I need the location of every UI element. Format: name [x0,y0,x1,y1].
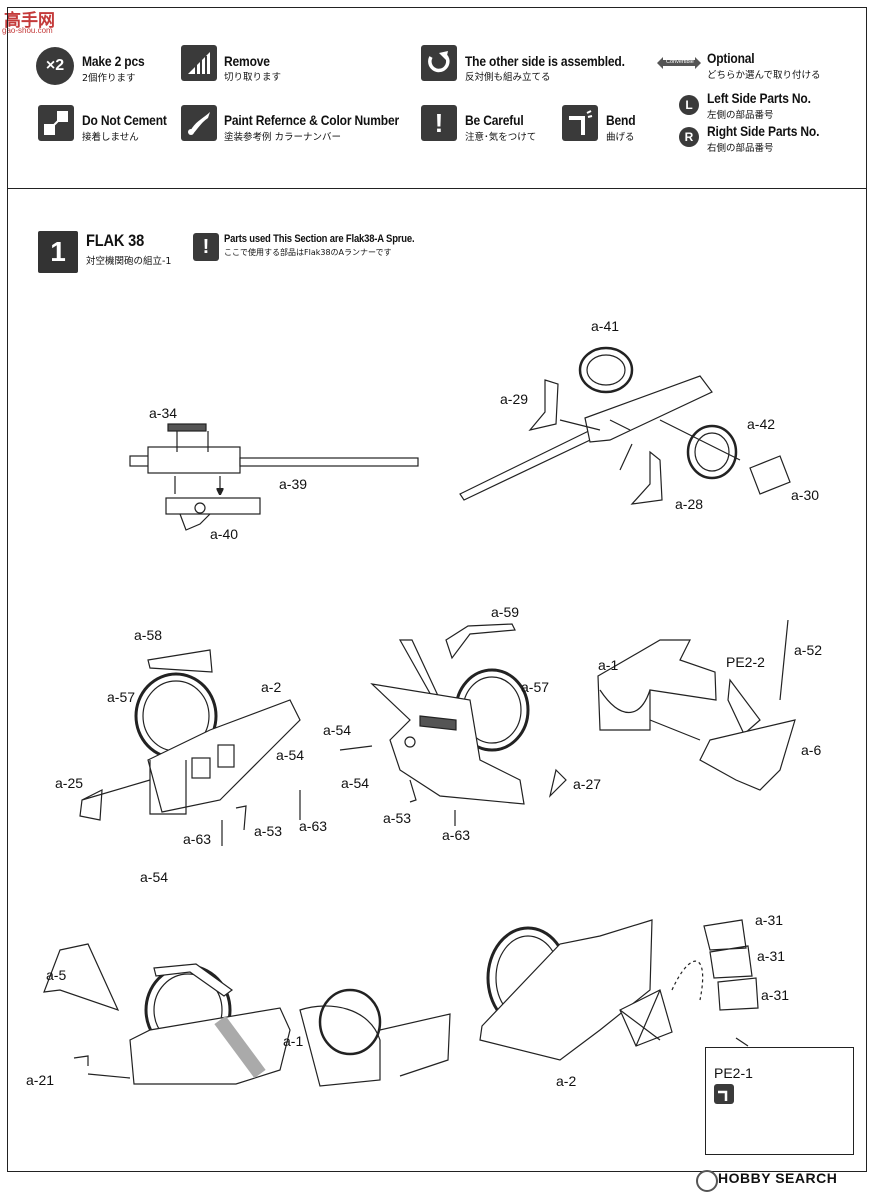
part-label-a34: a-34 [149,405,178,421]
do-not-cement-icon [38,105,74,141]
optional-sub: どちらか選んで取り付ける [707,70,821,81]
part-label-pe2-1: PE2-1 [714,1065,753,1081]
step-note-sub: ここで使用する部品はFlak38のAランナーです [224,248,392,257]
caution-icon: ! [421,105,457,141]
remove-icon [181,45,217,81]
part-label-a54-2: a-54 [140,869,169,885]
other-side-title: The other side is assembled. [465,53,625,69]
page-frame [7,7,867,1172]
part-label-a53-2: a-53 [383,810,412,826]
part-label-a6: a-6 [801,742,822,758]
part-label-a25: a-25 [55,775,84,791]
part-label-a2-bottom: a-2 [556,1073,577,1089]
optional-title: Optional [707,50,755,66]
left-side-title: Left Side Parts No. [707,90,811,106]
part-label-a59: a-59 [491,604,520,620]
make-2-sub: 2個作ります [82,73,136,84]
bend-title: Bend [606,112,636,128]
part-label-a1-top: a-1 [598,657,619,673]
do-not-cement-title: Do Not Cement [82,112,167,128]
part-label-a40: a-40 [210,526,239,542]
remove-sub: 切り取ります [224,72,282,83]
bend-sub: 曲げる [606,132,635,143]
part-label-a63-2: a-63 [299,818,328,834]
part-label-a54-4: a-54 [341,775,370,791]
part-label-a28: a-28 [675,496,704,512]
part-label-a31-3: a-31 [761,987,790,1003]
bend-icon-small [714,1084,734,1104]
part-label-a30: a-30 [791,487,820,503]
part-label-a21: a-21 [26,1072,55,1088]
step-number: 1 [38,231,78,273]
part-label-a63-3: a-63 [442,827,471,843]
make-2-badge-icon: ×2 [36,47,74,85]
part-label-a58: a-58 [134,627,163,643]
paint-title: Paint Refernce & Color Number [224,112,399,128]
part-label-pe2-2: PE2-2 [726,654,765,670]
frame-center-drawing [339,623,567,826]
other-side-sub: 反対側も組み立てる [465,72,551,83]
part-label-a31-2: a-31 [757,948,786,964]
part-label-a63-1: a-63 [183,831,212,847]
part-label-a27: a-27 [573,776,602,792]
part-label-a42: a-42 [747,416,776,432]
be-careful-title: Be Careful [465,112,524,128]
hobby-search-logo-icon [696,1170,718,1192]
be-careful-sub: 注意･気をつけて [465,132,537,143]
right-side-sub: 右側の部品番号 [707,143,774,154]
right-side-title: Right Side Parts No. [707,123,820,139]
part-label-a39: a-39 [279,476,308,492]
step-caution-icon: ! [193,233,219,261]
gun-assembly-right-drawing [459,346,791,505]
left-side-sub: 左側の部品番号 [707,110,774,121]
step-subtitle: 対空機関砲の組立-1 [86,256,172,267]
part-label-a31-1: a-31 [755,912,784,928]
left-side-badge-icon: L [679,95,699,115]
gun-barrel-a39-drawing [129,423,419,531]
do-not-cement-sub: 接着しません [82,132,139,143]
frame-left-drawing [79,649,301,846]
brand-url: gao-shou.com [2,26,53,35]
part-label-a2-top: a-2 [261,679,282,695]
part-label-a54-1: a-54 [276,747,305,763]
step-title: FLAK 38 [86,231,145,250]
paint-sub: 塗装参考例 カラーナンバー [224,132,342,143]
step-note-title: Parts used This Section are Flak38-A Spr… [224,233,415,245]
optional-badge: Convertible [666,59,694,65]
make-2-title: Make 2 pcs [82,53,145,69]
paint-brush-icon [181,105,217,141]
part-label-a52: a-52 [794,642,823,658]
part-label-a29: a-29 [500,391,529,407]
right-side-badge-icon: R [679,127,699,147]
optional-icon: Convertible [656,56,702,70]
part-label-a57-left: a-57 [107,689,136,705]
part-label-a54-3: a-54 [323,722,352,738]
frame-bottom-left-drawing [43,943,451,1087]
brand-logo: 高手网 [4,6,55,31]
watermark-text: HOBBY SEARCH [718,1170,838,1186]
brand-name: 高手网 [4,11,55,31]
frame-right-drawing [597,619,796,791]
part-label-a57-mid: a-57 [521,679,550,695]
bend-icon [562,105,598,141]
other-side-icon [421,45,457,81]
part-label-a1-bottom: a-1 [283,1033,304,1049]
part-label-a41: a-41 [591,318,620,334]
remove-title: Remove [224,53,270,69]
legend-divider [7,188,867,189]
part-label-a5: a-5 [46,967,67,983]
part-label-a53-1: a-53 [254,823,283,839]
